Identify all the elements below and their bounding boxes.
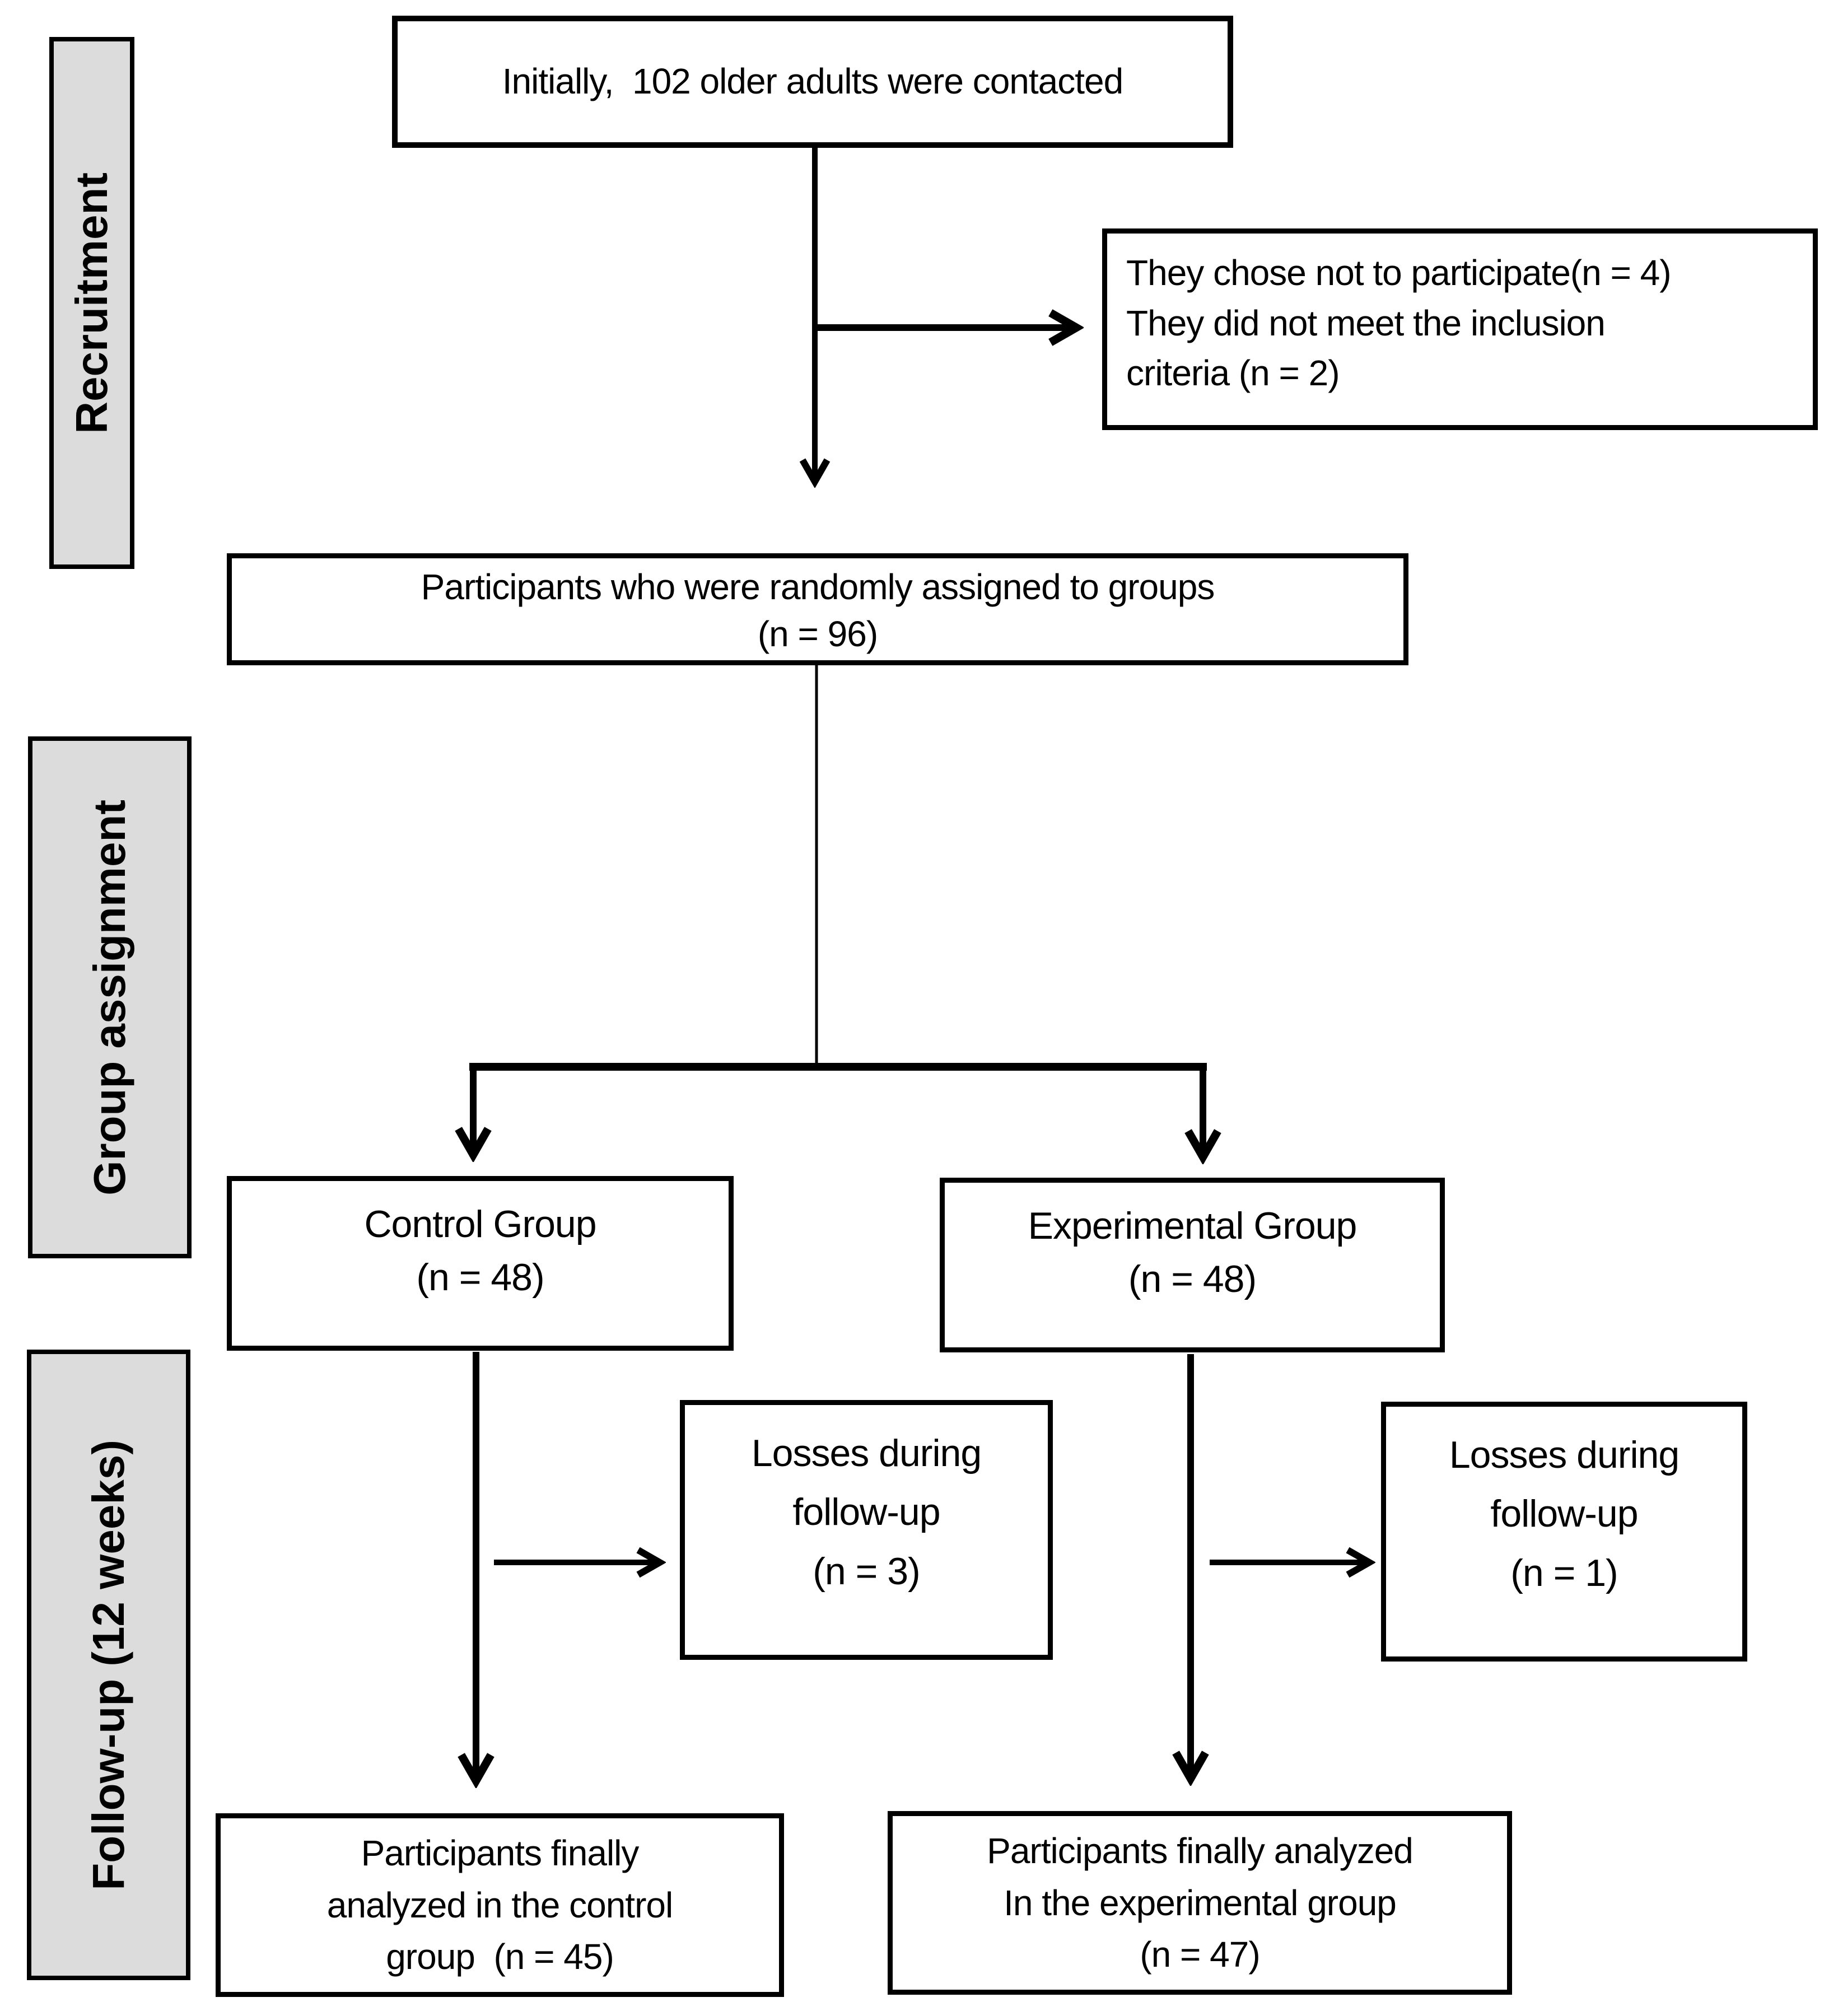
box-losses-experimental: Losses during follow-up (n = 1) [1381, 1402, 1747, 1662]
box-analyzed-experimental-text: Participants finally analyzed In the exp… [987, 1830, 1414, 1975]
box-exclusions-text: They chose not to participate(n = 4) The… [1126, 253, 1672, 394]
box-control-group-text: Control Group (n = 48) [364, 1203, 596, 1299]
box-losses-control-text: Losses during follow-up (n = 3) [751, 1432, 982, 1593]
box-losses-experimental-text: Losses during follow-up (n = 1) [1449, 1434, 1680, 1594]
box-exclusions: They chose not to participate(n = 4) The… [1102, 228, 1818, 430]
box-analyzed-experimental: Participants finally analyzed In the exp… [888, 1811, 1512, 1995]
box-experimental-group-text: Experimental Group (n = 48) [1028, 1205, 1357, 1301]
section-label-follow-up: Follow-up (12 weeks) [27, 1350, 190, 1980]
box-analyzed-control: Participants finally analyzed in the con… [216, 1813, 784, 1997]
box-control-group: Control Group (n = 48) [227, 1176, 734, 1351]
section-label-group-assignment: Group assignment [28, 736, 192, 1258]
box-losses-control: Losses during follow-up (n = 3) [680, 1400, 1053, 1660]
section-label-recruitment: Recruitment [49, 37, 134, 569]
box-randomized: Participants who were randomly assigned … [227, 553, 1408, 665]
box-initially-contacted-text: Initially, 102 older adults were contact… [502, 61, 1123, 102]
box-randomized-text: Participants who were randomly assigned … [421, 566, 1215, 654]
box-initially-contacted: Initially, 102 older adults were contact… [392, 16, 1233, 148]
box-experimental-group: Experimental Group (n = 48) [940, 1178, 1445, 1352]
box-analyzed-control-text: Participants finally analyzed in the con… [326, 1832, 673, 1977]
